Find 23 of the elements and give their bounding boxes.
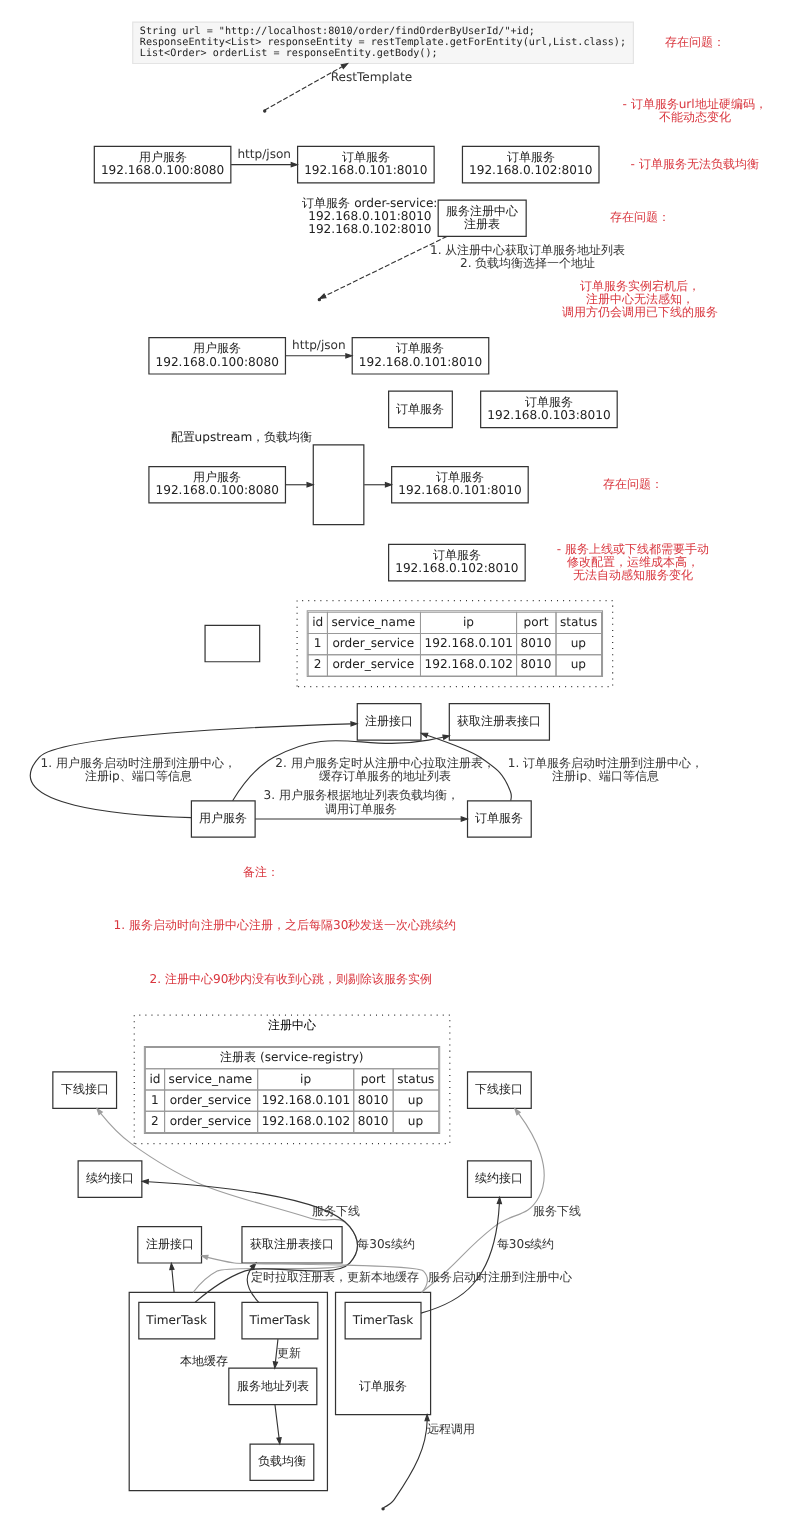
arrow [419,731,512,801]
arrow [363,480,394,487]
node-box [312,443,365,525]
cluster [296,598,614,687]
node-box [204,623,261,662]
arrow [285,480,315,487]
arrow [420,1106,545,1292]
arrow [95,1106,359,1292]
arrow [420,1194,503,1313]
arrow [274,1403,282,1445]
arrow [272,1337,279,1369]
arrow [30,719,359,818]
arrow [264,61,350,110]
arrow [169,1260,175,1292]
arrow [232,733,451,801]
arrow [200,1253,428,1292]
cluster [128,1290,329,1491]
arrow [285,351,354,358]
arrow [246,1260,260,1302]
arrow [254,815,469,821]
arrow [230,160,299,167]
arrow [382,1412,431,1508]
arrow [140,1177,359,1302]
